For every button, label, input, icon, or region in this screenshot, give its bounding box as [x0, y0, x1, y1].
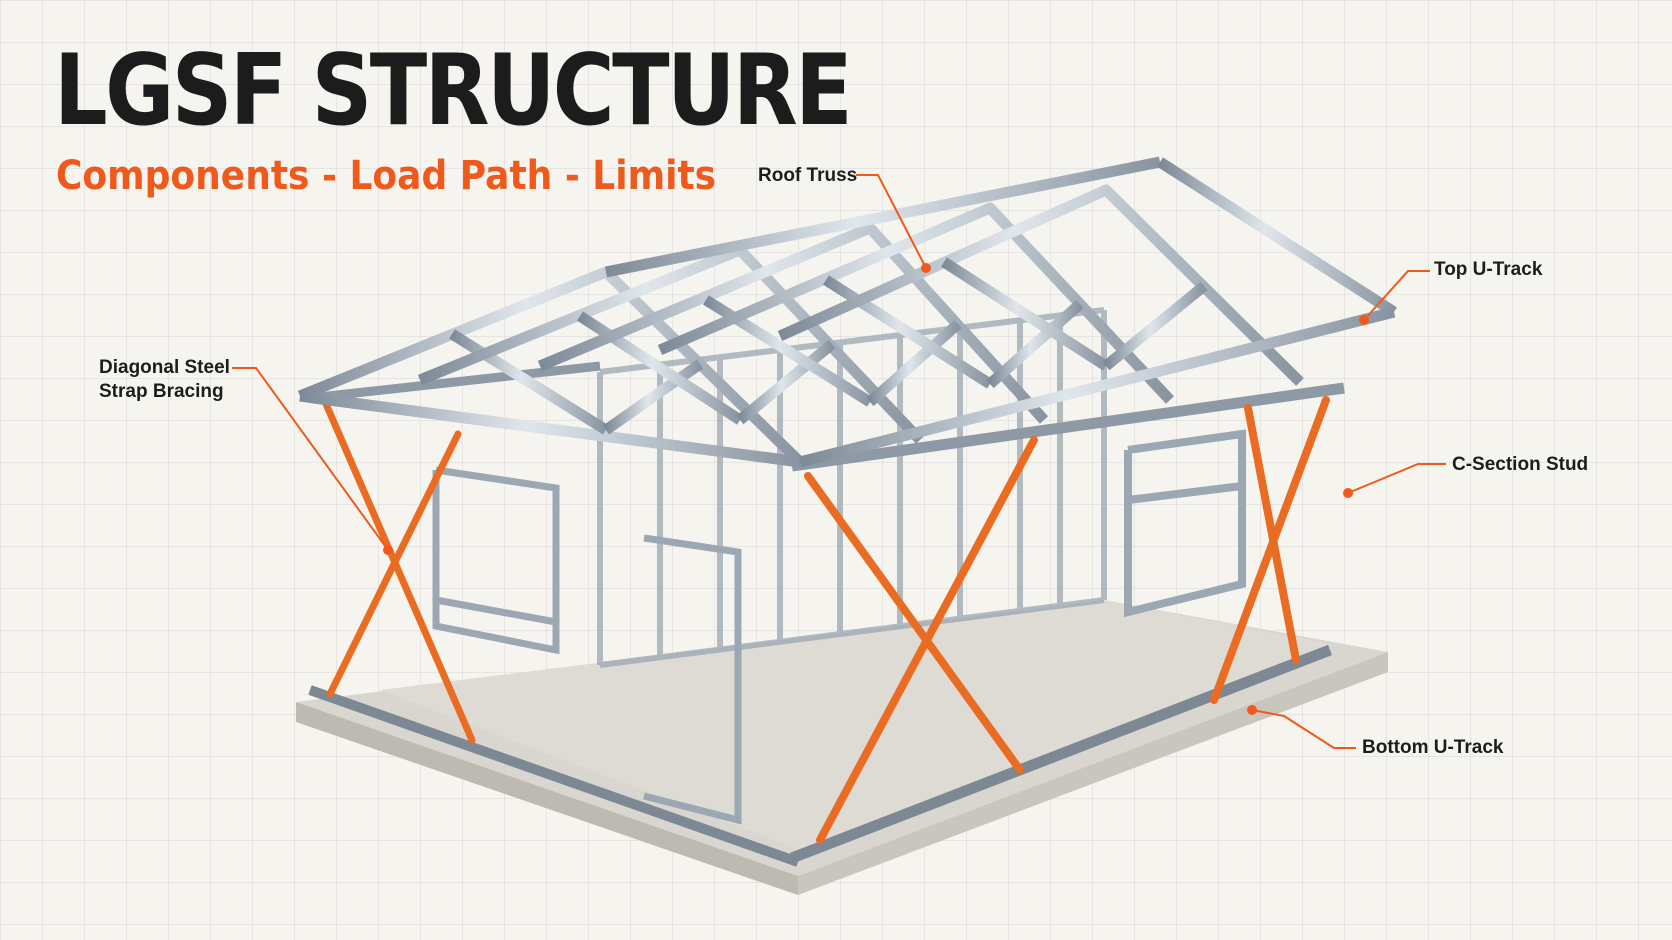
diagonal-bracing-label-line1: Diagonal Steel: [99, 357, 230, 378]
roof-truss-callout-dot: [921, 263, 931, 273]
c-section-stud-label: C-Section Stud: [1452, 454, 1589, 475]
page-subtitle: Components - Load Path - Limits: [56, 153, 717, 199]
roof-truss-label: Roof Truss: [758, 165, 858, 186]
left-wall-strap-bracing: [322, 400, 476, 744]
callout-leaders: [232, 174, 1446, 749]
bottom-u-track-label: Bottom U-Track: [1362, 737, 1504, 758]
diagonal-bracing-callout-dot: [383, 545, 393, 555]
diagonal-bracing-label-line2: Strap Bracing: [99, 381, 224, 402]
bottom-u-track-callout-dot: [1247, 705, 1257, 715]
front-wall-frame: [790, 382, 1347, 864]
roof-trusses: [297, 156, 1397, 468]
left-wall-frame: [308, 361, 800, 867]
top-u-track-callout-dot: [1359, 315, 1369, 325]
front-wall-strap-bracing: [804, 396, 1330, 844]
top-u-track-label: Top U-Track: [1434, 259, 1543, 280]
page-title: LGSF STRUCTURE: [54, 34, 853, 148]
callout-dots: [383, 263, 1369, 715]
diagonal-bracing-label: Diagonal Steel Strap Bracing: [99, 356, 239, 404]
c-section-stud-callout-dot: [1343, 488, 1353, 498]
